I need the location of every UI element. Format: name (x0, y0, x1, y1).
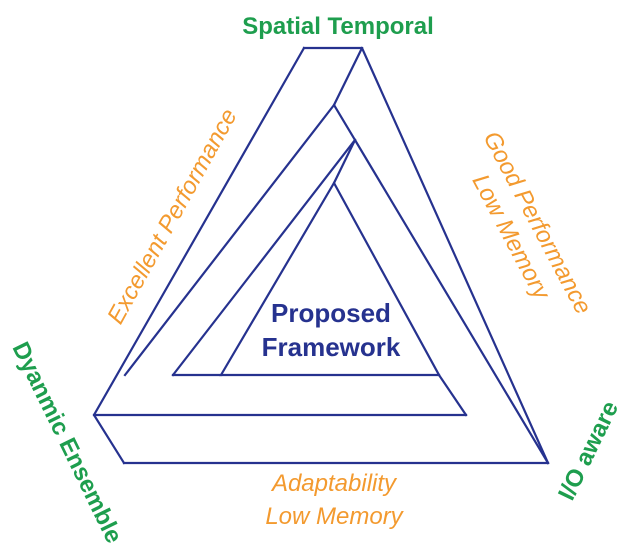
center-label: Proposed Framework (262, 298, 401, 362)
frame-inner-triangle (219, 180, 441, 377)
edge-label-left: Excellent Performance (102, 104, 243, 328)
edge-label-bottom: Adaptability Low Memory (265, 470, 404, 530)
edge-label-bottom-line-2: Low Memory (265, 503, 404, 530)
frame-outer-left-edge (92, 46, 306, 465)
frame-bottom-bar-slant (437, 373, 468, 417)
frame-top-left-inner (123, 103, 336, 377)
vertex-label-left: Dyanmic Ensemble (7, 338, 128, 548)
frame-left-bar-inner-side (332, 138, 357, 185)
center-label-line-1: Proposed (271, 298, 391, 328)
edge-label-right: Good Performance Low Memory (467, 127, 597, 319)
penrose-triangle-frame (92, 46, 550, 465)
vertex-label-right: I/O aware (553, 397, 624, 505)
edge-label-bottom-line-1: Adaptability (270, 470, 398, 497)
frame-top-bar-inner (332, 46, 364, 142)
vertex-label-top: Spatial Temporal (242, 13, 434, 40)
center-label-line-2: Framework (262, 332, 401, 362)
